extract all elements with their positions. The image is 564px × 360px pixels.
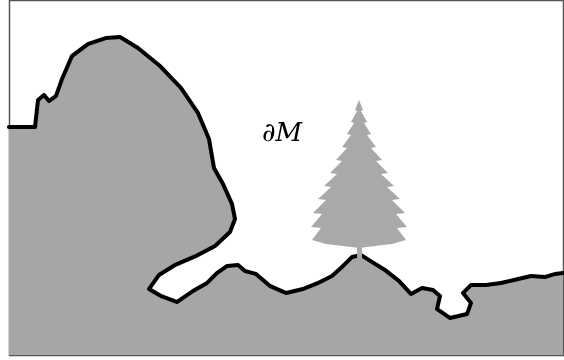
terrain-region [9,37,563,355]
boundary-label: ∂M [262,118,303,148]
fir-tree-icon [311,100,407,258]
tree-crown [311,100,407,248]
